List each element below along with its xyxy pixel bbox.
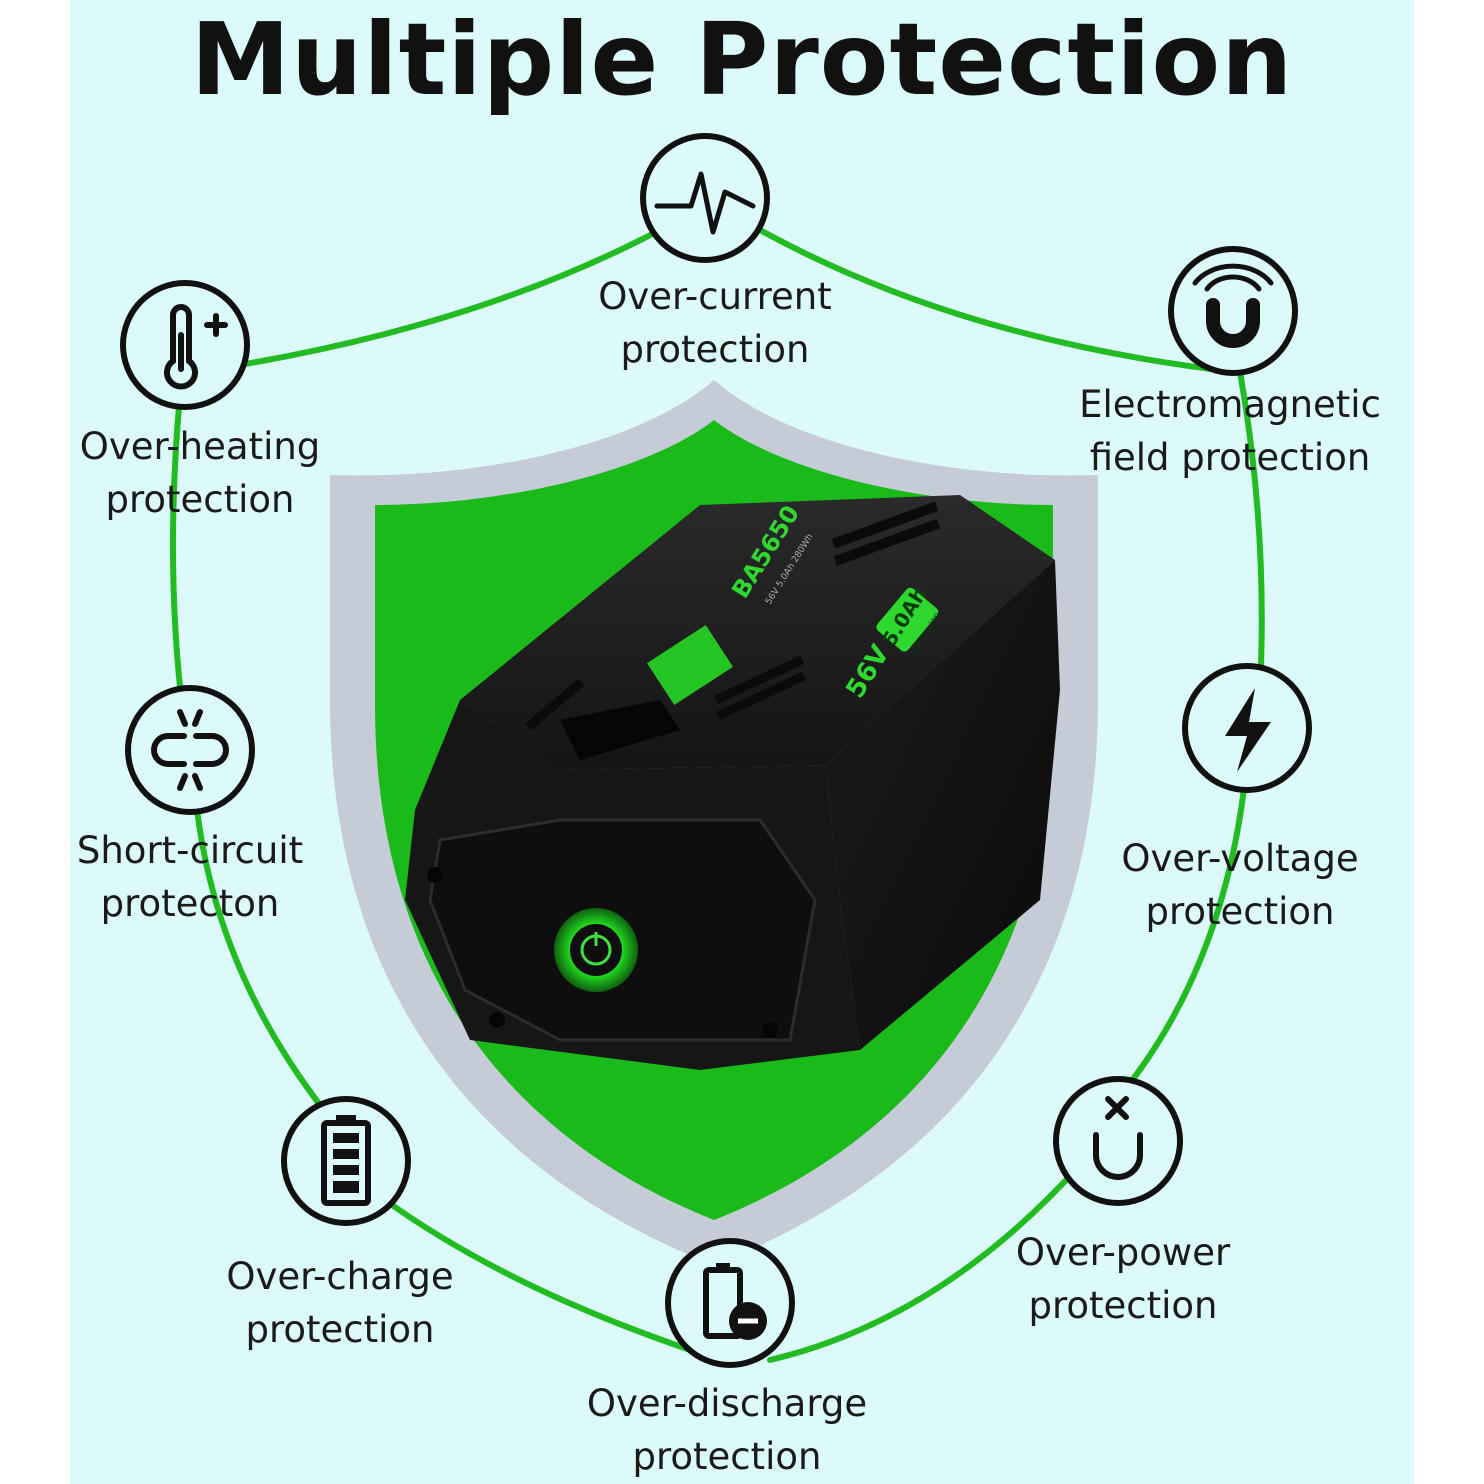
feature-label-short-circuit: Short-circuit protecton [30,824,350,930]
feature-label-over-voltage: Over-voltage protection [1080,832,1400,938]
connector-line [382,1197,708,1358]
battery-full-icon [321,1115,371,1206]
feature-label-line: Electromagnetic [1079,383,1381,426]
feature-label-line: protection [245,1308,435,1351]
feature-label-line: Over-discharge [586,1382,868,1425]
connector-line [205,227,663,373]
feature-label-over-charge: Over-charge protection [180,1250,500,1356]
broken-link-icon [151,709,229,791]
connector-line [192,787,323,1108]
battery-right-face [825,560,1060,1050]
feature-label-electromagnetic: Electromagnetic field protection [1040,378,1420,484]
magnet-field-icon [1192,263,1274,348]
connector-line [767,1162,1083,1363]
feature-label-line: protecton [100,882,280,925]
battery-capacity-badge [876,587,939,652]
waveform-icon [654,171,756,235]
feature-label-over-heating: Over-heating protection [40,420,360,526]
power-button-glow-icon [554,908,638,992]
over-discharge-icon-badge [665,1238,795,1368]
connector-line [169,392,185,708]
electromagnetic-icon-badge [1168,246,1298,376]
feature-label-line: Short-circuit [76,829,304,872]
feature-label-line: Over-power [1015,1231,1231,1274]
feature-label-line: protection [105,478,295,521]
magnet-x-icon [1093,1096,1143,1180]
battery-latch [560,700,680,760]
feature-label-line: Over-charge [226,1255,454,1298]
feature-label-over-current: Over-current protection [555,270,875,376]
battery-vents [524,501,941,731]
connector-line [1105,777,1248,1113]
connector-line [757,227,1238,375]
page-title: Multiple Protection [190,1,1294,118]
battery-top-face [460,495,1055,770]
over-charge-icon-badge [281,1096,411,1226]
thermometer-plus-icon [164,304,228,390]
feature-label-over-discharge: Over-discharge protection [557,1377,897,1483]
connector-line [1237,369,1265,693]
feature-label-line: protection [1028,1284,1218,1327]
feature-label-over-power: Over-power protection [963,1226,1283,1332]
feature-label-line: Over-current [598,275,832,318]
feature-label-line: protection [632,1435,822,1478]
feature-label-line: Over-heating [79,425,321,468]
feature-label-line: Over-voltage [1121,837,1359,880]
battery-pack: BA5650 56V 5.0Ah 280Wh 56V 5.0Ah lithium… [405,495,1060,1070]
over-voltage-icon-badge [1182,663,1312,793]
feature-label-line: protection [620,328,810,371]
feature-label-line: protection [1145,890,1335,933]
connector-lines [169,227,1265,1363]
short-circuit-icon-badge [125,685,255,815]
lightning-bolt-icon [1225,688,1271,772]
over-current-icon-badge [640,133,770,263]
battery-green-panel [647,624,733,706]
over-power-icon-badge [1053,1076,1183,1206]
over-heating-icon-badge [120,280,250,410]
battery-minus-icon [703,1263,767,1340]
feature-label-line: field protection [1089,436,1371,479]
